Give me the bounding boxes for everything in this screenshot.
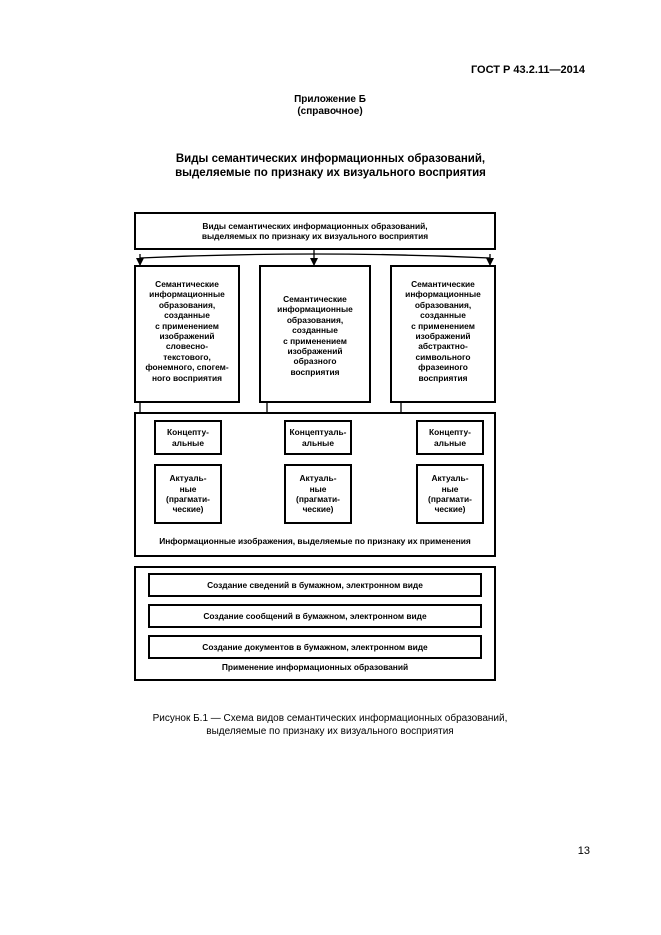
appendix-title: Приложение Б: [294, 94, 366, 105]
column-box-symbolic: Семантические информационные образования…: [390, 265, 496, 403]
column-box-figurative: Семантические информационные образования…: [259, 265, 371, 403]
actual-box-2: Актуаль- ные (прагмати- ческие): [284, 464, 352, 524]
section-heading-line-2: выделяемые по признаку их визуального во…: [175, 167, 486, 179]
document-code: ГОСТ Р 43.2.11—2014: [470, 64, 585, 76]
concept-box-1: Концепту- альные: [154, 420, 222, 455]
section-heading-line-1: Виды семантических информационных образо…: [175, 153, 486, 165]
concept-box-2: Концептуаль- альные: [284, 420, 352, 455]
top-box-line-2: выделяемых по признаку их визуального во…: [201, 231, 429, 241]
column-box-verbal: Семантические информационные образования…: [134, 265, 240, 403]
figure-caption: Рисунок Б.1 — Схема видов семантических …: [120, 712, 540, 738]
usage-item-documents: Создание документов в бумажном, электрон…: [148, 635, 482, 659]
section-heading: Виды семантических информационных образо…: [100, 152, 561, 180]
diagram-top-box: Виды семантических информационных образо…: [134, 212, 496, 250]
appendix-subtitle: (справочное): [297, 106, 363, 117]
page-number: 13: [577, 845, 590, 857]
top-box-line-1: Виды семантических информационных образо…: [202, 220, 428, 231]
actual-box-1: Актуаль- ные (прагмати- ческие): [154, 464, 222, 524]
application-container-label: Информационные изображения, выделяемые п…: [159, 536, 471, 546]
usage-item-information: Создание сведений в бумажном, электронно…: [148, 573, 482, 597]
usage-item-messages: Создание сообщений в бумажном, электронн…: [148, 604, 482, 628]
concept-box-3: Концепту- альные: [416, 420, 484, 455]
usage-container-label: Применение информационных образований: [221, 662, 409, 672]
figure-caption-line-1: Рисунок Б.1 — Схема видов семантических …: [152, 713, 508, 724]
actual-box-3: Актуаль- ные (прагмати- ческие): [416, 464, 484, 524]
figure-caption-line-2: выделяемые по признаку их визуального во…: [206, 726, 454, 737]
appendix-heading: Приложение Б (справочное): [230, 94, 430, 118]
